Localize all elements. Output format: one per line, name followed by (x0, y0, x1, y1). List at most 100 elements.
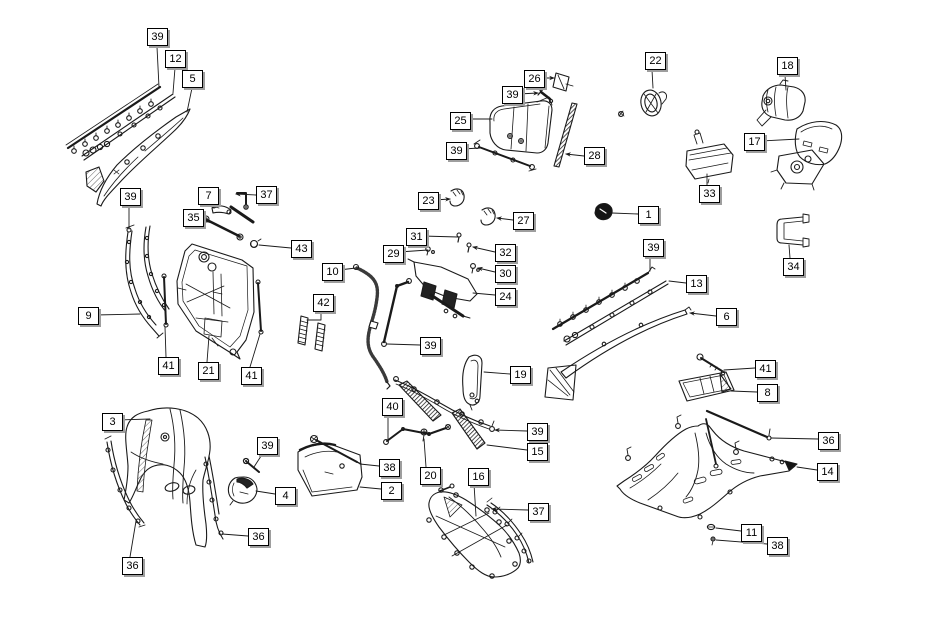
part-label-39[interactable]: 39 (502, 86, 523, 104)
part-label-12[interactable]: 12 (165, 50, 186, 68)
part-14-floorboard-drawing (616, 409, 798, 520)
part-label-42[interactable]: 42 (313, 294, 334, 312)
part-label-23[interactable]: 23 (418, 192, 439, 210)
part-label-39[interactable]: 39 (147, 28, 168, 46)
part-label-37[interactable]: 37 (256, 186, 277, 204)
part-label-21[interactable]: 21 (198, 362, 219, 380)
part-36-strip-right-drawing (203, 455, 224, 540)
part-label-33[interactable]: 33 (699, 185, 720, 203)
leader-line-5 (186, 87, 193, 113)
part-24-bracket-drawing (407, 258, 478, 319)
part-label-41[interactable]: 41 (241, 367, 262, 385)
part-label-39[interactable]: 39 (420, 337, 441, 355)
part-label-36[interactable]: 36 (818, 432, 839, 450)
part-39-screw-top-drawing (537, 87, 554, 104)
part-label-37[interactable]: 37 (528, 503, 549, 521)
part-22-horn-drawing (618, 89, 667, 117)
leader-line-15 (486, 444, 528, 451)
part-label-41[interactable]: 41 (755, 360, 776, 378)
part-4-guard-drawing (227, 457, 260, 506)
leader-line-11 (715, 527, 742, 532)
part-label-3[interactable]: 3 (102, 413, 123, 431)
part-label-19[interactable]: 19 (510, 366, 531, 384)
leader-line-24 (472, 292, 496, 296)
part-8-plate-drawing (678, 371, 735, 402)
part-label-39[interactable]: 39 (446, 142, 467, 160)
leader-line-32 (472, 245, 496, 253)
leader-line-41 (249, 333, 261, 368)
part-31-screw-drawing (456, 232, 462, 243)
leader-line-34 (788, 244, 791, 259)
part-label-2[interactable]: 2 (381, 482, 402, 500)
part-33-tray-drawing (685, 129, 734, 184)
part-13-moulding-right-drawing (563, 280, 669, 346)
leader-line-4 (255, 490, 276, 495)
part-label-36[interactable]: 36 (248, 528, 269, 546)
part-label-40[interactable]: 40 (382, 398, 403, 416)
part-label-20[interactable]: 20 (420, 467, 441, 485)
part-label-13[interactable]: 13 (686, 275, 707, 293)
part-label-10[interactable]: 10 (322, 263, 343, 281)
part-label-25[interactable]: 25 (450, 112, 471, 130)
leader-line-41 (723, 367, 756, 371)
part-label-7[interactable]: 7 (198, 187, 219, 205)
part-label-38[interactable]: 38 (767, 537, 788, 555)
part-label-5[interactable]: 5 (182, 70, 203, 88)
part-43-grommet-drawing (249, 238, 262, 249)
leader-line-8 (730, 390, 758, 393)
part-label-6[interactable]: 6 (716, 308, 737, 326)
part-label-22[interactable]: 22 (645, 52, 666, 70)
part-label-39[interactable]: 39 (257, 437, 278, 455)
part-label-36[interactable]: 36 (122, 557, 143, 575)
part-label-27[interactable]: 27 (513, 212, 534, 230)
part-label-38[interactable]: 38 (379, 459, 400, 477)
leader-line-39 (156, 46, 160, 88)
part-label-14[interactable]: 14 (817, 463, 838, 481)
part-label-30[interactable]: 30 (495, 265, 516, 283)
part-label-17[interactable]: 17 (744, 133, 765, 151)
part-11-clip-drawing (706, 523, 716, 531)
part-label-31[interactable]: 31 (406, 228, 427, 246)
part-label-11[interactable]: 11 (741, 524, 762, 542)
part-label-39[interactable]: 39 (120, 188, 141, 206)
part-label-26[interactable]: 26 (524, 70, 545, 88)
part-label-32[interactable]: 32 (495, 244, 516, 262)
leader-line-13 (668, 280, 687, 284)
part-37-rail-bottom-drawing (486, 497, 534, 564)
part-label-1[interactable]: 1 (638, 206, 659, 224)
part-label-39[interactable]: 39 (643, 239, 664, 257)
part-label-34[interactable]: 34 (783, 258, 804, 276)
part-39-rail-25-drawing (473, 139, 537, 172)
leader-line-20 (423, 438, 427, 468)
part-17-lock-cover-drawing (770, 120, 843, 191)
part-27-hook-drawing (480, 207, 496, 226)
part-label-4[interactable]: 4 (275, 487, 296, 505)
leader-line-31 (421, 235, 459, 238)
part-label-35[interactable]: 35 (183, 209, 204, 227)
leader-line-37 (491, 506, 529, 512)
part-9-trim-strips-drawing (124, 224, 170, 339)
part-label-39[interactable]: 39 (527, 423, 548, 441)
leader-line-18 (784, 74, 787, 91)
part-label-24[interactable]: 24 (495, 288, 516, 306)
part-label-18[interactable]: 18 (777, 57, 798, 75)
part-label-28[interactable]: 28 (584, 147, 605, 165)
part-label-43[interactable]: 43 (291, 240, 312, 258)
part-26-bracket-drawing (552, 72, 574, 92)
part-label-9[interactable]: 9 (78, 307, 99, 325)
leader-line-9 (94, 313, 141, 316)
part-32-screw-drawing (466, 242, 472, 253)
part-label-8[interactable]: 8 (757, 384, 778, 402)
part-label-15[interactable]: 15 (527, 443, 548, 461)
part-label-16[interactable]: 16 (468, 468, 489, 486)
part-label-41[interactable]: 41 (158, 357, 179, 375)
leader-line-38 (359, 463, 380, 467)
leader-line-39 (494, 427, 528, 433)
part-1-clip-drawing (594, 203, 613, 221)
leader-line-39 (253, 452, 264, 468)
part-2-console-drawing (297, 442, 363, 497)
part-label-29[interactable]: 29 (383, 245, 404, 263)
